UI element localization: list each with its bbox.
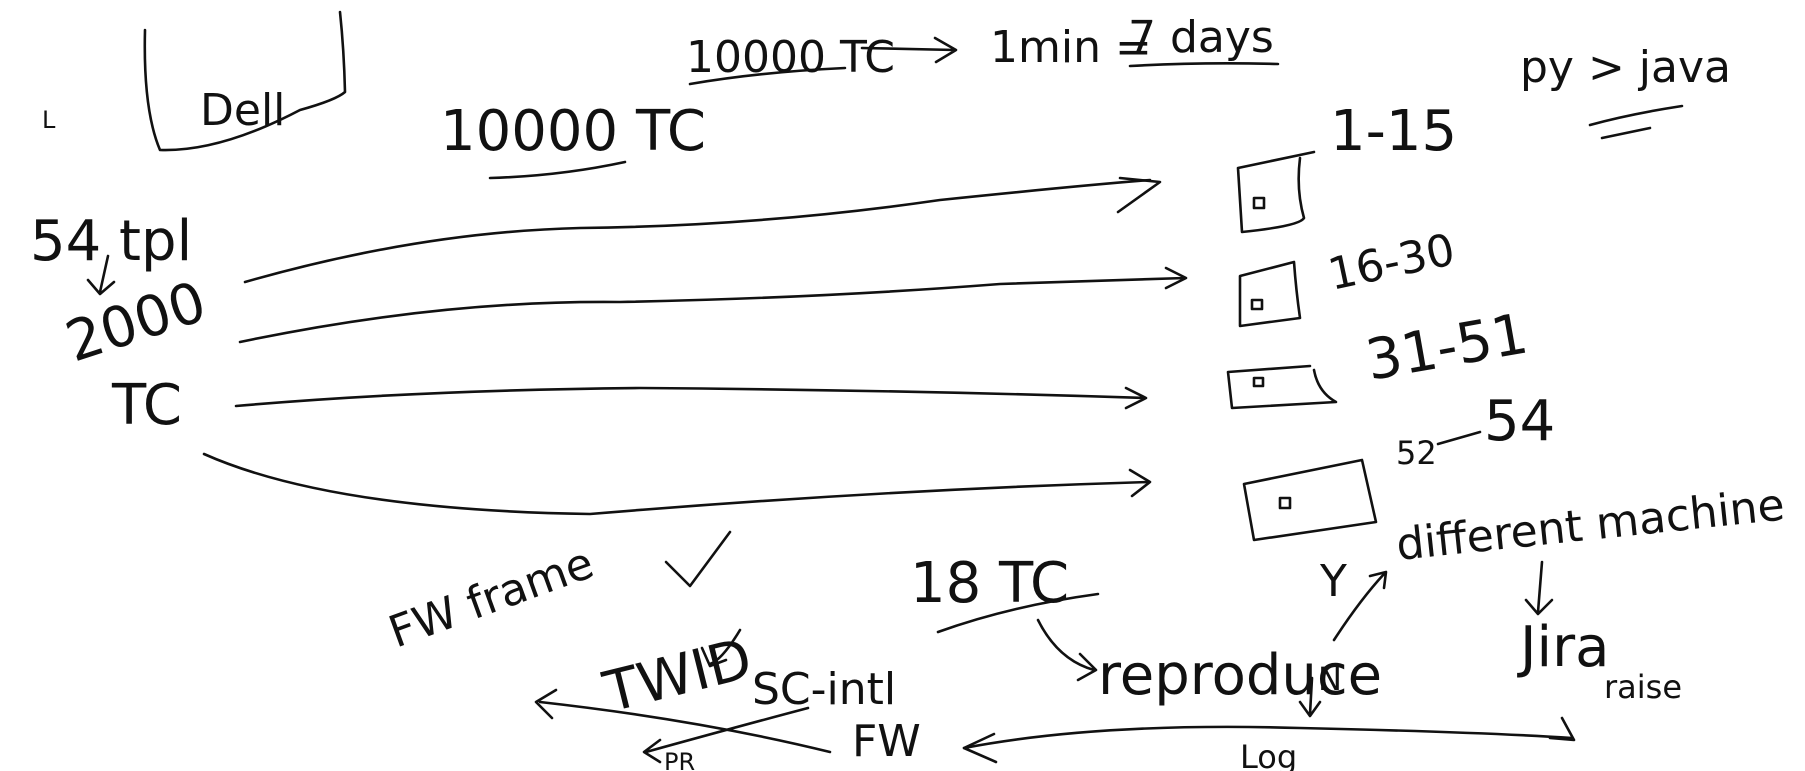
- arrow-to-one-min: [860, 36, 958, 64]
- flow-arrow-4-head: [1128, 468, 1152, 498]
- flow-arrow-1: [243, 178, 1152, 284]
- yes-label: Y: [1319, 556, 1347, 607]
- seven-days-label: 7 days: [1128, 12, 1274, 63]
- machine-4: [1242, 458, 1378, 542]
- fw-label: FW: [852, 716, 921, 767]
- flow-arrow-2-head: [1164, 266, 1188, 290]
- machine-2: [1238, 260, 1302, 328]
- tc-10000-left-label: 10000 TC: [440, 99, 706, 164]
- check-mark: [664, 530, 732, 588]
- dell-label: Dell: [200, 85, 285, 136]
- log-arrow: [962, 725, 1574, 750]
- fw-frame-label: FW frame: [382, 537, 600, 658]
- arrow-to-reproduce: [1036, 618, 1098, 682]
- tc-unit-label: TC: [111, 373, 182, 438]
- arrow-down-to-2000: [86, 254, 116, 296]
- log-arrow-right-head: [1548, 716, 1576, 742]
- range-3-label: 31-51: [1361, 302, 1533, 394]
- different-machine-label: different machine: [1394, 479, 1787, 570]
- crossing-arrow-to-fw-frame: [534, 688, 832, 754]
- no-label: N: [1318, 660, 1342, 698]
- dell-box-outline: [143, 10, 347, 152]
- yes-arrow: [1332, 570, 1388, 642]
- pr-label: PR: [664, 748, 695, 771]
- flow-arrow-1-head: [1116, 176, 1162, 214]
- range-2-label: 16-30: [1324, 224, 1460, 300]
- crossing-arrow-to-pr: [642, 706, 810, 764]
- py-java-underline-1: [1588, 104, 1684, 127]
- twid-arrow: [700, 628, 742, 668]
- one-min-label: 1min =: [990, 22, 1152, 73]
- tc-2000-label: 2000: [58, 269, 214, 375]
- tpl-54-label: 54 tpl: [30, 209, 192, 274]
- range-1-label: 1-15: [1330, 99, 1457, 164]
- no-arrow: [1298, 676, 1322, 718]
- range-4-dash: [1436, 430, 1482, 446]
- tc-18-underline: [936, 592, 1100, 634]
- flow-arrow-3-head: [1124, 386, 1148, 410]
- range-4-label: 54: [1484, 389, 1555, 454]
- log-label: Log: [1240, 738, 1297, 771]
- raise-label: raise: [1604, 668, 1682, 706]
- machine-1: [1236, 150, 1316, 234]
- machine-3: [1226, 364, 1338, 410]
- flow-arrow-3: [234, 386, 1147, 408]
- tc-10000-top-label: 10000 TC: [686, 32, 895, 83]
- arrow-to-jira: [1524, 560, 1554, 616]
- side-mark: L: [42, 106, 56, 134]
- py-java-underline-2: [1600, 126, 1652, 140]
- flow-arrow-4: [202, 452, 1150, 516]
- tc-10000-top-underline: [688, 66, 847, 86]
- range-4-small-label: 52: [1396, 434, 1437, 472]
- jira-label: Jira: [1517, 615, 1609, 680]
- reproduce-label: reproduce: [1098, 643, 1382, 708]
- flow-arrow-2: [238, 276, 1187, 344]
- tc-18-label: 18 TC: [910, 551, 1069, 616]
- sc-intl-label: SC-intl: [752, 664, 896, 715]
- tc-10000-underline: [488, 160, 627, 180]
- py-java-label: py > java: [1520, 42, 1731, 93]
- log-arrow-left-head: [962, 732, 998, 764]
- seven-days-underline: [1128, 62, 1280, 68]
